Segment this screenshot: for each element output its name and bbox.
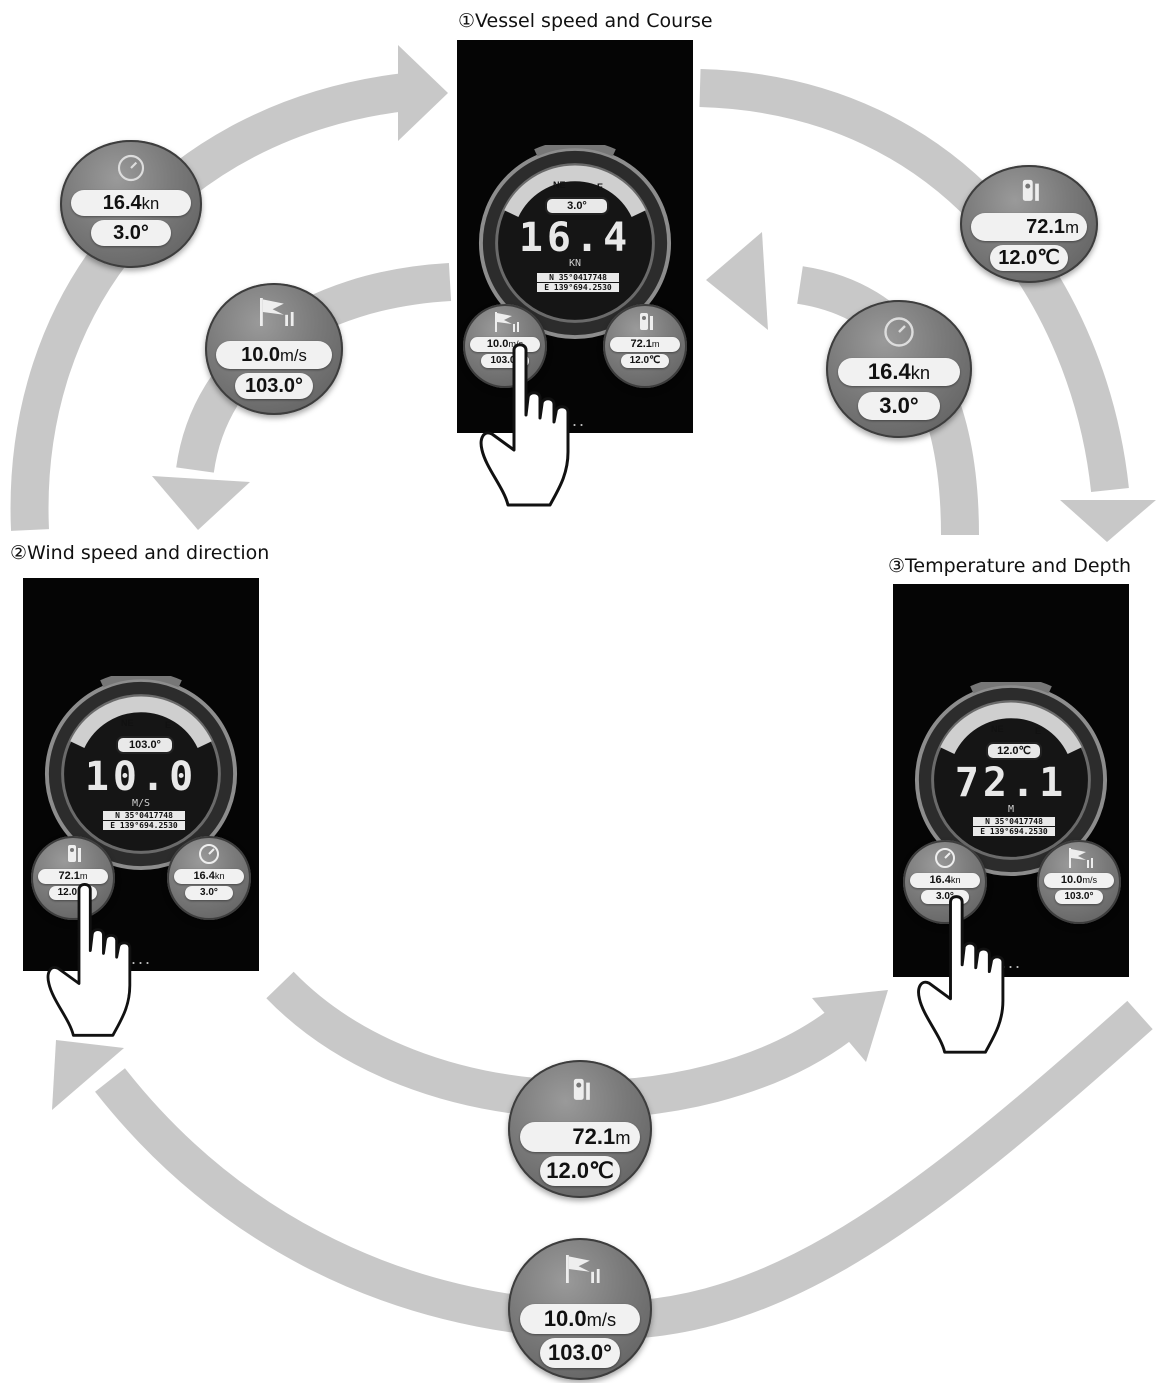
wind-readout: 10.0	[84, 754, 198, 800]
depth-readout: 72.1	[954, 760, 1068, 806]
speedometer-icon	[117, 154, 145, 182]
course-value-pill: 3.0°	[91, 220, 171, 246]
speed-mini-button[interactable]: 16.4kn 3.0°	[903, 840, 987, 924]
compass-e-label: E	[165, 720, 172, 730]
longitude-readout: E 139°694.2530	[537, 283, 619, 292]
compass-ne-label: NE	[991, 724, 1004, 734]
gauge-dial	[477, 145, 673, 341]
arrowhead-temp	[1060, 500, 1156, 542]
speed-bubble-large: 16.4kn 3.0°	[60, 140, 202, 268]
depth-mini-button[interactable]: 72.1m 12.0℃	[603, 304, 687, 388]
compass-e-label: E	[1035, 726, 1042, 736]
arrowhead-vessel	[398, 45, 448, 141]
compass-ne-label: NE	[121, 718, 134, 728]
arrowhead-vessel-right	[706, 232, 768, 330]
depth-gauge-icon	[68, 845, 81, 862]
page-indicator: ...	[1001, 952, 1023, 972]
wind-bubble-large: 10.0m/s 103.0°	[205, 283, 343, 415]
depth-value-pill: 72.1m	[519, 1122, 641, 1152]
depth-gauge-icon	[573, 1078, 590, 1100]
caption-vessel-speed: ①Vessel speed and Course	[458, 10, 713, 32]
speed-value-pill: 16.4kn	[71, 190, 191, 216]
depth-bubble-large: 72.1m 12.0℃	[960, 165, 1098, 283]
latitude-readout: N 35°0417748	[973, 817, 1055, 826]
speed-mini-course: 3.0°	[185, 886, 233, 900]
temp-value-pill: 12.0℃	[539, 1156, 621, 1186]
temp-value-pill: 12.0℃	[990, 245, 1068, 271]
speed-bubble-right: 16.4kn 3.0°	[826, 300, 972, 438]
wind-flag-icon	[260, 298, 294, 326]
screen-vessel-speed: 3.0° NE E 16.4 KN N 35°0417748 E 139°694…	[457, 40, 693, 433]
speedometer-icon	[935, 848, 955, 868]
depth-display-unit: M	[1007, 804, 1015, 815]
wind-value-pill: 10.0m/s	[519, 1304, 641, 1334]
wind-display-unit: M/S	[131, 798, 151, 809]
speed-readout: 16.4	[518, 215, 632, 261]
course-value-pill: 3.0°	[858, 392, 940, 420]
wind-mini-value: 10.0m/s	[1043, 873, 1115, 888]
caption-wind-speed: ②Wind speed and direction	[10, 542, 270, 564]
latitude-readout: N 35°0417748	[103, 811, 185, 820]
direction-box: 103.0°	[116, 736, 174, 754]
speedometer-icon	[884, 317, 914, 347]
screen-temperature-depth: 12.0℃ NE E 72.1 M N 35°0417748 E 139°694…	[893, 584, 1129, 977]
wind-flag-icon	[1069, 848, 1093, 868]
wind-mini-direction: 103.0°	[1055, 890, 1103, 904]
gauge-dial	[43, 676, 239, 872]
speed-mini-value: 16.4kn	[909, 873, 981, 888]
depth-mini-temp: 12.0℃	[621, 354, 669, 368]
depth-bubble-bottom: 72.1m 12.0℃	[508, 1060, 652, 1198]
temperature-box: 12.0℃	[986, 742, 1042, 760]
screen-wind-speed: 103.0° NE E 10.0 M/S N 35°0417748 E 139°…	[23, 578, 259, 971]
pointing-hand-icon	[46, 883, 132, 1037]
wind-value-pill: 10.0m/s	[216, 341, 332, 369]
speedometer-icon	[199, 844, 219, 864]
arrowhead-wind-bottom	[52, 1040, 124, 1110]
course-box: 3.0°	[545, 197, 609, 215]
latitude-readout: N 35°0417748	[537, 273, 619, 282]
caption-temperature-depth: ③Temperature and Depth	[888, 555, 1132, 577]
page-indicator: ...	[565, 410, 587, 430]
speed-mini-value: 16.4kn	[173, 869, 245, 884]
longitude-readout: E 139°694.2530	[103, 821, 185, 830]
wind-bubble-bottom: 10.0m/s 103.0°	[508, 1238, 652, 1380]
speed-value-pill: 16.4kn	[837, 358, 961, 386]
wind-flag-icon	[566, 1255, 600, 1283]
arrowhead-wind	[152, 476, 250, 530]
longitude-readout: E 139°694.2530	[973, 827, 1055, 836]
compass-e-label: E	[597, 182, 604, 192]
depth-mini-value: 72.1m	[37, 869, 109, 884]
pointing-hand-icon	[479, 343, 570, 507]
speed-display-unit: KN	[568, 258, 582, 269]
page-indicator: ...	[131, 948, 153, 968]
arrowhead-temp-bottom	[812, 990, 888, 1062]
depth-mini-button[interactable]: 72.1m 12.0℃	[31, 836, 115, 920]
direction-value-pill: 103.0°	[539, 1338, 621, 1368]
depth-mini-value: 72.1m	[609, 337, 681, 352]
speed-mini-button[interactable]: 16.4kn 3.0°	[167, 836, 251, 920]
wind-flag-icon	[495, 312, 519, 332]
pointing-hand-icon	[917, 895, 1005, 1054]
depth-gauge-icon	[640, 313, 653, 330]
direction-value-pill: 103.0°	[235, 373, 313, 399]
wind-mini-button[interactable]: 10.0m/s 103.0°	[1037, 840, 1121, 924]
compass-ne-label: NE	[553, 180, 566, 190]
wind-mini-button[interactable]: 10.0m/s 103.0°	[463, 304, 547, 388]
depth-value-pill: 72.1m	[971, 213, 1087, 241]
depth-gauge-icon	[1022, 179, 1039, 201]
gauge-dial	[913, 682, 1109, 878]
